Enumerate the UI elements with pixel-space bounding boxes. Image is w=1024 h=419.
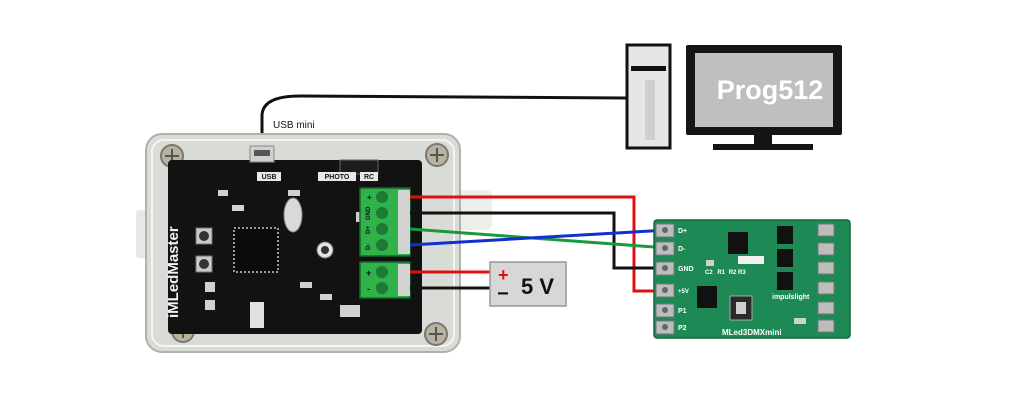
microcontroller-chip: [233, 227, 279, 273]
usb-mini-connector: [249, 145, 275, 163]
wire-blue: [409, 228, 669, 247]
usb-silk-label: USB: [262, 174, 277, 181]
computer: Prog512: [625, 43, 842, 150]
decoder-board: D+ D- GND +5V P1 P2 C2 R1 R2 R3: [653, 219, 851, 339]
rc-silk-label: RC: [364, 174, 374, 181]
decoder-pin-p1: P1: [678, 308, 687, 315]
controller-title: iMLedMaster: [165, 226, 182, 318]
monitor-text: Prog512: [717, 75, 824, 105]
power-supply: + − 5 V: [410, 261, 567, 307]
power-minus-sign: −: [497, 283, 509, 305]
usb-cable-label: USB mini: [273, 120, 315, 131]
terminal-label-dplus: D+: [366, 226, 372, 234]
power-terminal-minus: -: [367, 284, 370, 294]
terminal-label-plus: +: [367, 193, 372, 202]
terminal-label-gnd: GND: [366, 206, 372, 220]
pc-tower-icon: [625, 43, 672, 150]
photo-silk-label: PHOTO: [325, 174, 350, 181]
decoder-pin-5v: +5V: [678, 289, 689, 295]
decoder-title: MLed3DMXmini: [722, 328, 782, 337]
decoder-pin-gnd: GND: [678, 266, 694, 273]
power-terminal-plus: +: [366, 268, 371, 278]
power-voltage: 5 V: [521, 274, 554, 299]
decoder-pin-dplus: D+: [678, 228, 687, 235]
power-plus-sign: +: [498, 265, 509, 285]
screw-icon: [424, 322, 448, 346]
signal-wires: [409, 195, 669, 293]
power-terminal-block: + -: [359, 261, 411, 299]
decoder-pin-dminus: D-: [678, 246, 686, 253]
monitor-icon: Prog512: [686, 45, 842, 150]
screw-icon: [425, 143, 449, 167]
decoder-component-labels: C2 R1 R2 R3: [705, 270, 746, 276]
usb-cable: USB mini: [260, 94, 627, 146]
terminal-label-dminus: D-: [366, 244, 372, 250]
decoder-pin-p2: P2: [678, 325, 687, 332]
signal-terminal-block: + GND D+ D-: [359, 187, 411, 257]
controller-enclosure: iMLedMaster USB PHOTO RC: [136, 133, 492, 353]
decoder-right-pads: [817, 223, 835, 333]
decoder-left-pads: [655, 223, 675, 335]
decoder-brand: impulslight: [772, 294, 810, 301]
wire-black: [410, 211, 668, 270]
controller-pcb: [168, 160, 422, 334]
